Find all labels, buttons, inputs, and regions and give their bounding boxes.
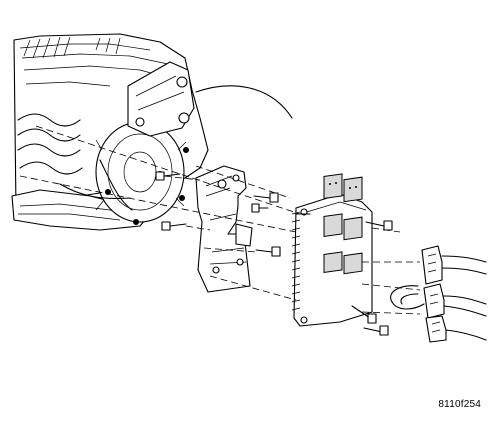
engine-block [11, 33, 293, 231]
mounting-bracket [195, 165, 253, 293]
assembly-lines [19, 125, 421, 315]
figure-reference-code: 8110f254 [438, 399, 481, 410]
wiring-connectors [390, 245, 487, 343]
control-module [291, 173, 373, 327]
bolts [155, 171, 393, 336]
